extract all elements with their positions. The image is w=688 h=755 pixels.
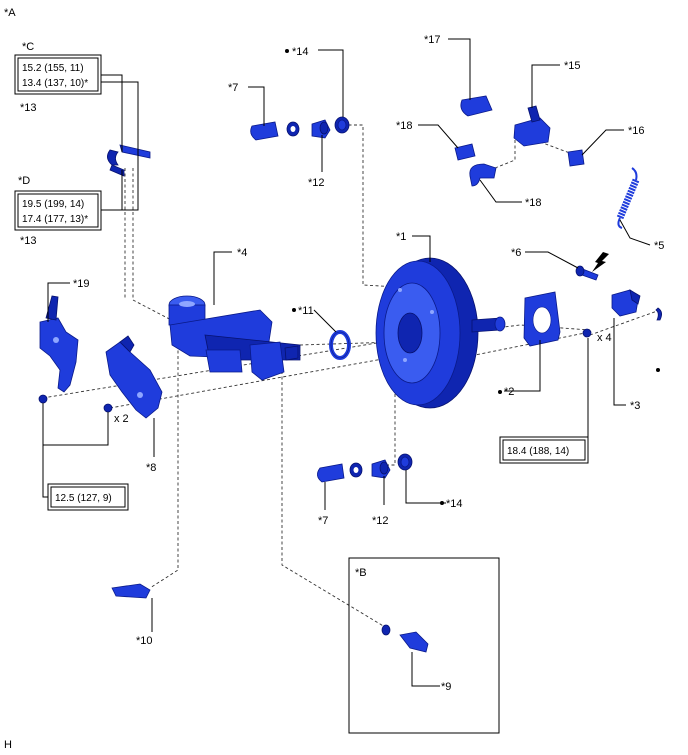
clamp-16 bbox=[567, 149, 585, 167]
torque-d-line2: 17.4 (177, 13)* bbox=[22, 214, 88, 225]
label-19: *19 bbox=[73, 278, 90, 290]
clip-3-small bbox=[655, 307, 662, 321]
label-12a: *12 bbox=[308, 177, 325, 189]
label-16: *16 bbox=[628, 125, 645, 137]
torque-t2: 12.5 (127, 9) bbox=[55, 493, 112, 504]
hose-18-upper bbox=[454, 143, 476, 161]
master-cylinder-4 bbox=[168, 295, 301, 381]
label-18a: *18 bbox=[396, 120, 413, 132]
label-14b: *14 bbox=[446, 498, 463, 510]
torque-box-1: 18.4 (188, 14) bbox=[499, 436, 589, 464]
torque-box-d: 19.5 (199, 14) 17.4 (177, 13)* bbox=[14, 190, 102, 231]
label-x2: x 2 bbox=[114, 413, 129, 425]
check-valve-15 bbox=[513, 105, 551, 147]
nut-8 bbox=[103, 403, 113, 413]
hose-9 bbox=[381, 624, 429, 653]
bracket-19 bbox=[39, 295, 79, 393]
spring-5 bbox=[616, 167, 640, 229]
clevis-3 bbox=[611, 289, 641, 317]
torque-d-line1: 19.5 (199, 14) bbox=[22, 199, 84, 210]
label-A: *A bbox=[4, 7, 16, 19]
labels: *A *C *13 *D *13 H *14 *7 *12 *17 *15 *1… bbox=[4, 7, 664, 751]
clamp-lower bbox=[349, 462, 363, 478]
label-18b: *18 bbox=[525, 197, 542, 209]
torque-box-2: 12.5 (127, 9) bbox=[47, 483, 129, 511]
grommet-14-lower bbox=[397, 453, 413, 471]
nut-right bbox=[582, 328, 592, 338]
nut-19 bbox=[38, 394, 48, 404]
arrow-icon bbox=[592, 252, 609, 272]
label-7b: *7 bbox=[318, 515, 328, 527]
grommet-14-upper bbox=[334, 116, 350, 134]
label-12b: *12 bbox=[372, 515, 389, 527]
label-7a: *7 bbox=[228, 82, 238, 94]
label-13b: *13 bbox=[20, 235, 37, 247]
torque-c-line1: 15.2 (155, 11) bbox=[22, 63, 84, 74]
label-14a: *14 bbox=[292, 46, 309, 58]
torque-box-c: 15.2 (155, 11) 13.4 (137, 10)* bbox=[14, 54, 102, 95]
label-H: H bbox=[4, 739, 12, 751]
torque-c-line2: 13.4 (137, 10)* bbox=[22, 78, 88, 89]
hose-10 bbox=[111, 583, 151, 599]
label-17: *17 bbox=[424, 34, 441, 46]
brake-booster-1 bbox=[375, 257, 506, 409]
black-dot-icon bbox=[656, 368, 660, 372]
pin-6 bbox=[575, 265, 599, 281]
hose-7-upper bbox=[250, 121, 279, 141]
black-dot-icon bbox=[498, 390, 502, 394]
label-15: *15 bbox=[564, 60, 581, 72]
label-10: *10 bbox=[136, 635, 153, 647]
label-2: *2 bbox=[504, 386, 514, 398]
label-x4: x 4 bbox=[597, 332, 612, 344]
inset-b-frame bbox=[348, 557, 500, 734]
label-4: *4 bbox=[237, 247, 247, 259]
hose-7-lower bbox=[317, 463, 345, 483]
bracket-8 bbox=[105, 335, 163, 419]
label-8: *8 bbox=[146, 462, 156, 474]
black-dot-icon bbox=[285, 49, 289, 53]
label-9: *9 bbox=[441, 681, 451, 693]
black-dot-icon bbox=[292, 308, 296, 312]
label-C: *C bbox=[22, 41, 34, 53]
clip-13 bbox=[107, 144, 151, 177]
label-3: *3 bbox=[630, 400, 640, 412]
torque-t1: 18.4 (188, 14) bbox=[507, 446, 569, 457]
label-D: *D bbox=[18, 175, 30, 187]
leader-lines bbox=[42, 38, 651, 687]
label-1: *1 bbox=[396, 231, 406, 243]
connector-12-upper bbox=[311, 119, 331, 139]
connector-12-lower bbox=[371, 459, 391, 479]
hose-17 bbox=[460, 95, 493, 117]
label-5: *5 bbox=[654, 240, 664, 252]
hose-18-lower bbox=[469, 163, 497, 187]
gasket-2 bbox=[523, 291, 561, 347]
label-B: *B bbox=[355, 567, 367, 579]
label-13a: *13 bbox=[20, 102, 37, 114]
clamp-upper bbox=[286, 121, 300, 137]
label-11: *11 bbox=[298, 305, 314, 317]
o-ring-11 bbox=[329, 330, 351, 360]
label-6: *6 bbox=[511, 247, 521, 259]
